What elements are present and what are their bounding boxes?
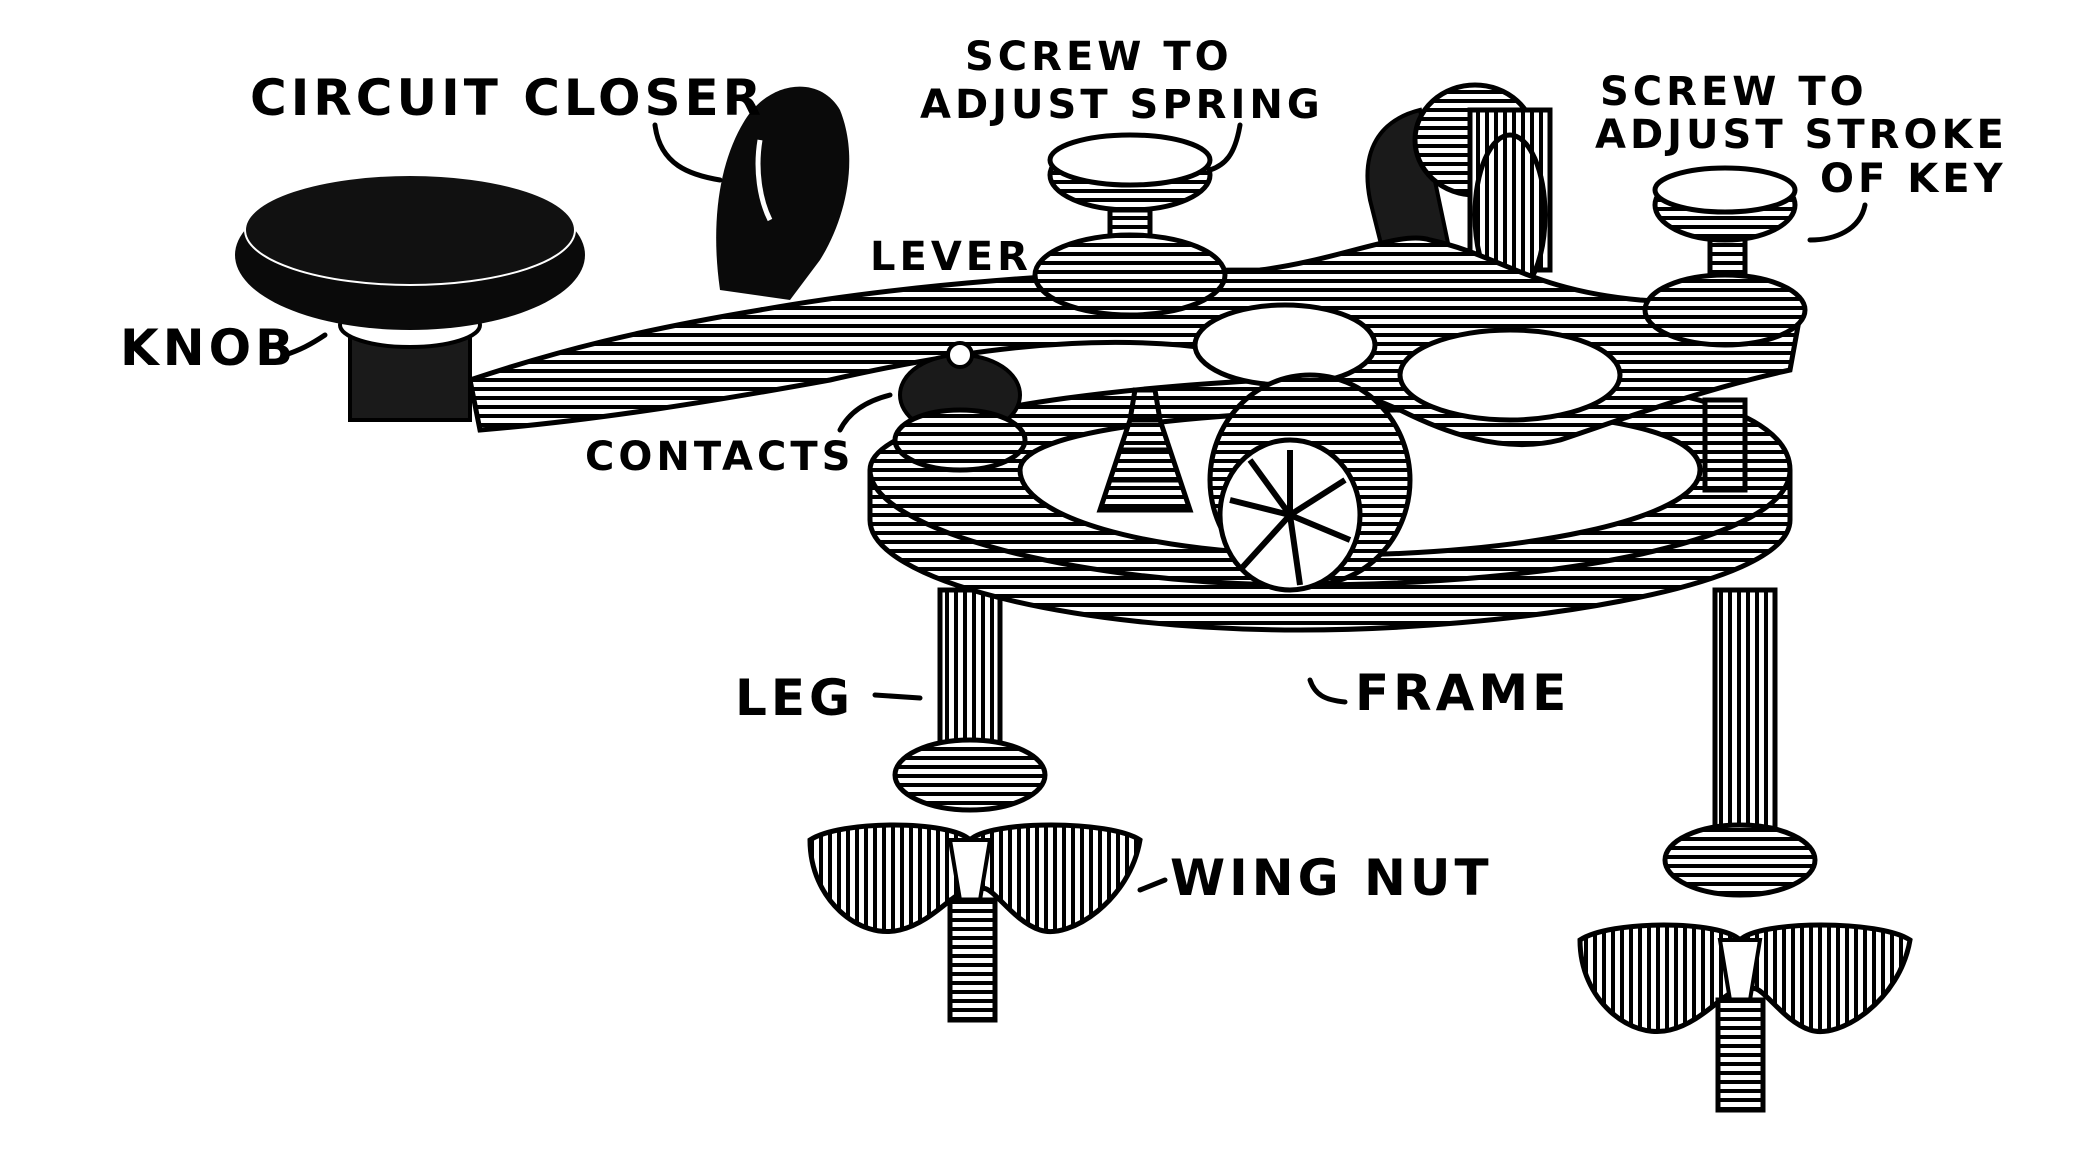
svg-text:KNOB: KNOB [120, 319, 297, 377]
svg-text:OF KEY: OF KEY [1820, 156, 2007, 202]
right-wing-nut [1577, 822, 1913, 1113]
svg-text:ADJUST STROKE: ADJUST STROKE [1595, 112, 2008, 158]
label-wing-nut: WING NUT [1137, 849, 1493, 907]
svg-text:CONTACTS: CONTACTS [585, 434, 854, 480]
svg-text:FRAME: FRAME [1355, 664, 1570, 722]
lever [467, 235, 1803, 448]
label-lever: LEVER [870, 234, 1032, 280]
right-leg [1712, 587, 1778, 853]
spring [1096, 387, 1194, 513]
label-leg: LEG [735, 669, 923, 727]
left-wing-nut [807, 737, 1143, 1023]
svg-text:SCREW TO: SCREW TO [965, 34, 1233, 80]
label-frame: FRAME [1307, 664, 1570, 722]
trunnion-screw [1207, 372, 1413, 593]
stroke-adjust-screw [1642, 165, 1808, 493]
trunnion [1365, 82, 1553, 323]
label-circuit-closer: CIRCUIT CLOSER [250, 69, 765, 183]
circuit-closer [716, 86, 850, 300]
svg-text:SCREW TO: SCREW TO [1600, 69, 1868, 115]
contacts [892, 341, 1028, 473]
label-knob: KNOB [120, 319, 328, 377]
label-screw-adjust-spring: SCREW TO ADJUST SPRING [920, 34, 1324, 173]
spring-adjust-screw [1032, 132, 1228, 318]
knob [235, 174, 585, 422]
svg-text:CIRCUIT CLOSER: CIRCUIT CLOSER [250, 69, 765, 127]
svg-text:LEG: LEG [735, 669, 854, 727]
svg-text:WING NUT: WING NUT [1170, 849, 1493, 907]
label-screw-adjust-stroke: SCREW TO ADJUST STROKE OF KEY [1595, 69, 2008, 243]
svg-text:LEVER: LEVER [870, 234, 1032, 280]
label-contacts: CONTACTS [585, 392, 893, 480]
svg-text:ADJUST SPRING: ADJUST SPRING [920, 82, 1324, 128]
